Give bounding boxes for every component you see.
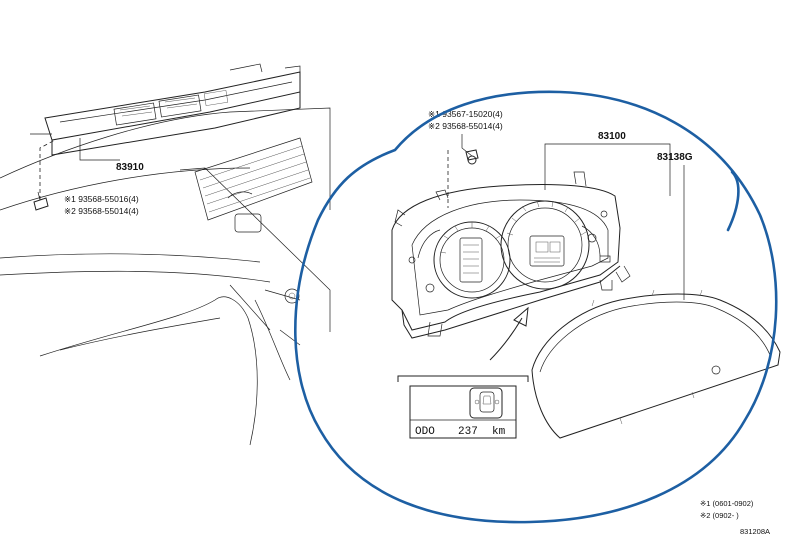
- leader-83100: [544, 143, 671, 196]
- blue-stroke-tail: [726, 170, 740, 232]
- odometer-value: 237: [458, 426, 478, 438]
- arrow-icon: [489, 306, 529, 361]
- label-83100: 83100: [598, 131, 626, 142]
- label-83910: 83910: [116, 162, 144, 173]
- footnote-1: ※1 (0601-0902): [700, 499, 754, 508]
- top-display-bar: [30, 63, 301, 156]
- bar-screw-leader: [39, 139, 56, 200]
- odometer-label: ODO: [415, 426, 435, 438]
- label-bar-screw-1: ※1 93568-55016(4): [64, 194, 139, 204]
- label-bar-screw-2: ※2 93568-55014(4): [64, 206, 139, 216]
- cluster-screw-icon: [465, 149, 479, 165]
- combination-meter: [391, 171, 631, 339]
- label-83138g: 83138G: [657, 152, 693, 163]
- odometer-inset: ODO 237 km: [397, 375, 529, 439]
- footnote-2: ※2 (0902- ): [700, 511, 739, 520]
- label-cluster-screw-1: ※1 93567-15020(4): [428, 109, 503, 119]
- bar-screw-icon: [33, 191, 49, 211]
- leader-83910: [79, 138, 120, 161]
- blue-circle-annotation: [294, 90, 778, 524]
- figure-code: 831208A: [740, 527, 770, 536]
- cluster-screw-leader: [461, 134, 473, 157]
- dashboard-outline: [0, 107, 331, 446]
- glass-cover: [531, 289, 781, 439]
- odometer-unit: km: [492, 426, 506, 438]
- label-cluster-screw-2: ※2 93568-55014(4): [428, 121, 503, 131]
